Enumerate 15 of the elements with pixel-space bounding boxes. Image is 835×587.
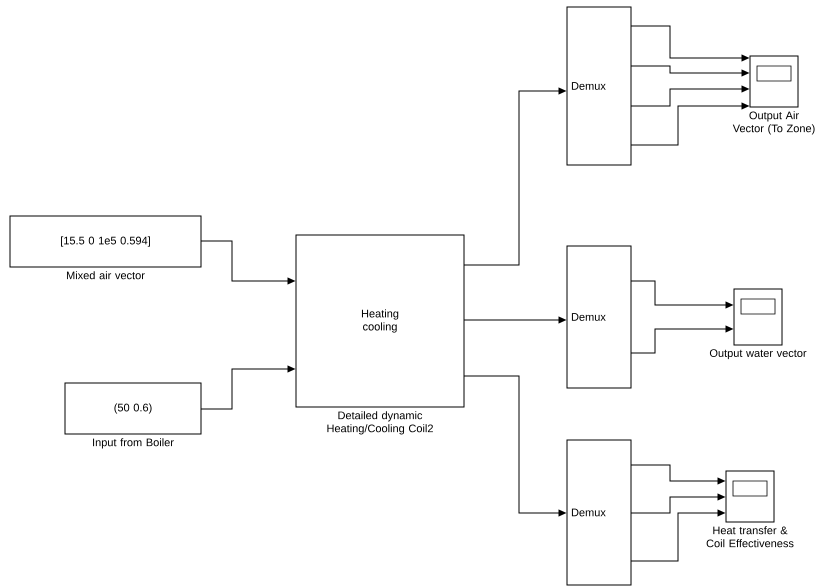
constant-block: [15.5 0 1e5 0.594] xyxy=(10,216,202,268)
scope-block xyxy=(750,56,798,108)
constant-block: (50 0.6) xyxy=(64,382,202,434)
scope-block xyxy=(726,470,774,522)
demux-block: Demux xyxy=(566,440,632,586)
block-label: Heat transfer & Coil Effectiveness xyxy=(706,526,794,548)
demux-block: Demux xyxy=(566,6,632,166)
subsystem-block: Heating cooling xyxy=(296,234,464,408)
scope-block xyxy=(734,288,782,346)
block-label: Output Air Vector (To Zone) xyxy=(732,111,815,134)
block-label: Output water vector xyxy=(710,349,806,360)
block-label: Mixed air vector xyxy=(66,271,145,280)
demux-block: Demux xyxy=(566,246,632,388)
block-label: Input from Boiler xyxy=(93,438,174,448)
block-label: Detailed dynamic Heating/Cooling Coil2 xyxy=(327,411,433,434)
